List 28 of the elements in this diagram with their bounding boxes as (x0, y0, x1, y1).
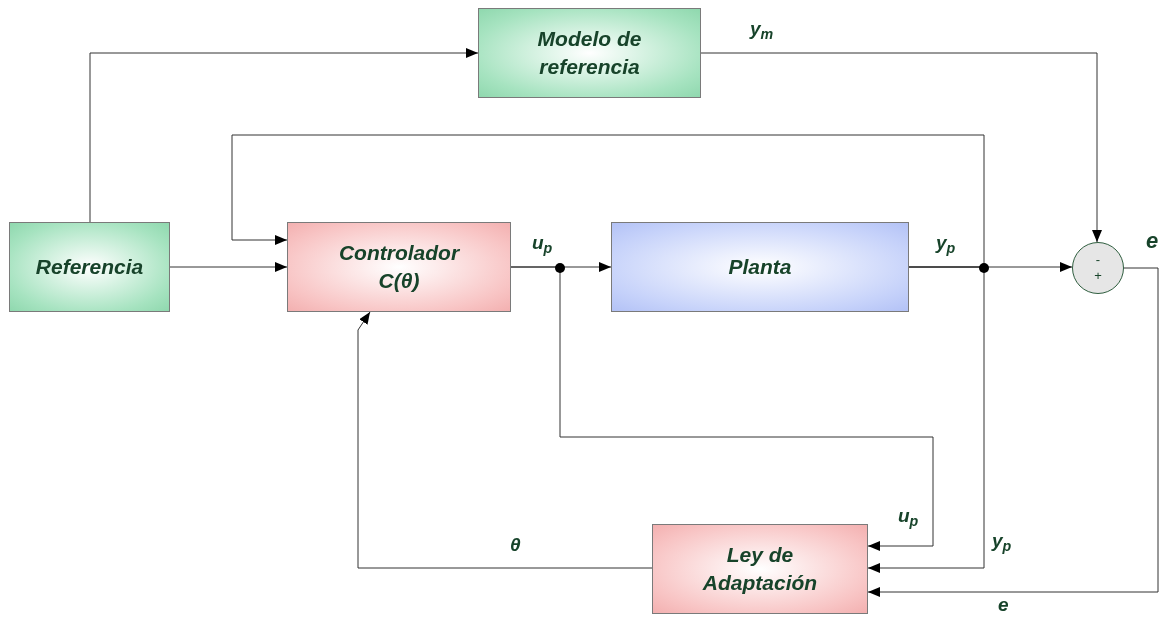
edge-label: y$_{p}$ (936, 232, 956, 254)
box-label: Planta (728, 254, 792, 280)
arrow (89, 48, 479, 223)
arrow (510, 266, 934, 551)
edge-label: y$_{m}$ (750, 18, 774, 40)
process-box (9, 222, 170, 312)
box-label: Referencia (35, 254, 144, 280)
arrow (357, 311, 653, 569)
process-box (652, 524, 868, 614)
signal-label: e (1146, 228, 1159, 254)
process-box (478, 8, 701, 98)
process-box (287, 222, 511, 312)
edge-label: θ (510, 534, 521, 556)
sign-label: - (1095, 252, 1101, 268)
arrow (169, 262, 288, 272)
box-label: Ley de Adaptación (701, 542, 819, 596)
box-label: Modelo de referencia (536, 26, 643, 80)
arrow (867, 266, 985, 573)
sign-label: + (1094, 268, 1102, 284)
edge-label: e (998, 594, 1009, 616)
edge-label: y$_{p}$ (992, 530, 1012, 552)
edge-label: u$_{p}$ (898, 505, 919, 527)
box-label: Controlador C(θ) (337, 240, 461, 294)
edge-label: u$_{p}$ (532, 232, 553, 254)
summing-junction (1072, 242, 1124, 294)
arrow (700, 52, 1102, 243)
process-box (611, 222, 909, 312)
arrow (867, 267, 1159, 597)
